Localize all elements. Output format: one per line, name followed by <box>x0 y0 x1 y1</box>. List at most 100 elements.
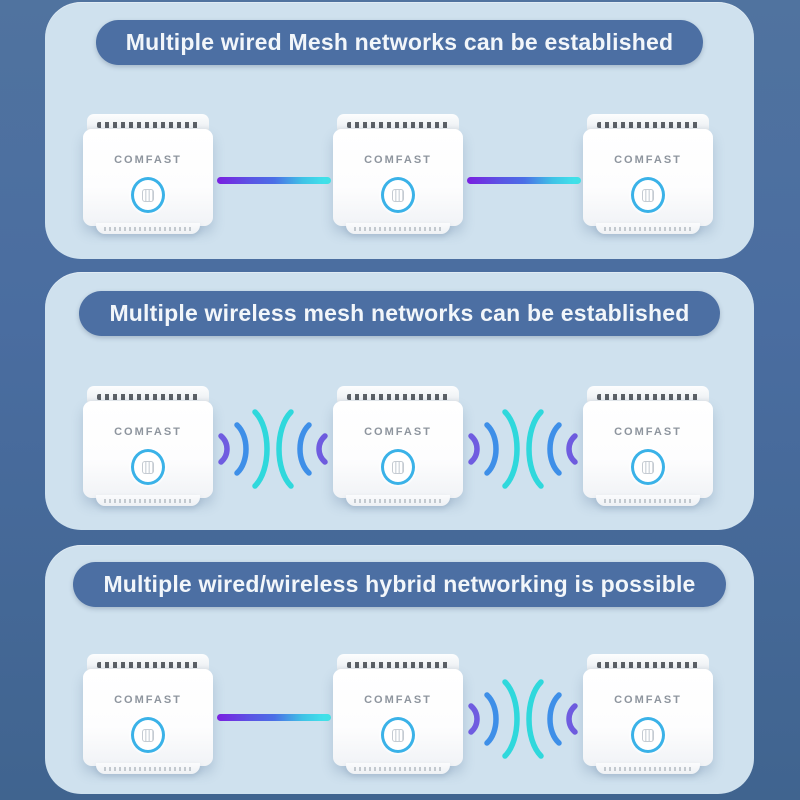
mesh-router: COMFAST <box>583 114 713 241</box>
panel-title: Multiple wired Mesh networks can be esta… <box>125 29 674 55</box>
panel-title: Multiple wired/wireless hybrid networkin… <box>103 571 696 597</box>
mesh-button <box>631 449 665 485</box>
wifi-link <box>463 403 583 495</box>
router-base <box>346 223 450 234</box>
vent-grille-icon <box>347 122 449 128</box>
panel-wired-mesh: Multiple wired Mesh networks can be esta… <box>45 2 754 259</box>
vent-grille-icon <box>597 394 699 400</box>
mesh-button <box>381 177 415 213</box>
mesh-router: COMFAST <box>83 654 213 781</box>
vent-grille-icon <box>354 227 442 231</box>
brand-label: COMFAST <box>364 694 432 706</box>
router-front: COMFAST <box>583 669 713 766</box>
wifi-waves-icon <box>468 409 578 489</box>
brand-label: COMFAST <box>114 694 182 706</box>
wifi-waves-icon <box>218 409 328 489</box>
mesh-button <box>131 449 165 485</box>
vent-grille-icon <box>597 662 699 668</box>
mesh-router: COMFAST <box>333 654 463 781</box>
router-front: COMFAST <box>583 129 713 226</box>
vent-grille-icon <box>347 394 449 400</box>
mesh-button <box>131 177 165 213</box>
mesh-button-glyph-icon <box>642 188 654 202</box>
router-front: COMFAST <box>333 401 463 498</box>
mesh-button-glyph-icon <box>142 188 154 202</box>
wifi-waves-icon <box>468 679 578 759</box>
router-base <box>346 763 450 774</box>
wifi-waves-right-icon <box>276 409 328 489</box>
panel-title-pill: Multiple wireless mesh networks can be e… <box>79 291 720 336</box>
vent-grille-icon <box>354 499 442 503</box>
mesh-router: COMFAST <box>583 654 713 781</box>
vent-grille-icon <box>604 767 692 771</box>
brand-label: COMFAST <box>364 154 432 166</box>
mesh-router: COMFAST <box>333 386 463 513</box>
wifi-waves-left-icon <box>468 409 520 489</box>
mesh-button-glyph-icon <box>392 728 404 742</box>
vent-grille-icon <box>104 767 192 771</box>
router-top-face <box>87 654 209 670</box>
wifi-link <box>463 673 583 765</box>
wifi-waves-left-icon <box>468 679 520 759</box>
router-front: COMFAST <box>83 669 213 766</box>
panel-title: Multiple wireless mesh networks can be e… <box>109 300 690 326</box>
panel-hybrid-mesh: Multiple wired/wireless hybrid networkin… <box>45 545 754 794</box>
wifi-waves-left-icon <box>218 409 270 489</box>
panel-title-pill: Multiple wired/wireless hybrid networkin… <box>73 562 726 607</box>
vent-grille-icon <box>97 122 199 128</box>
router-top-face <box>337 114 459 130</box>
mesh-button <box>131 717 165 753</box>
vent-grille-icon <box>104 227 192 231</box>
router-top-face <box>587 114 709 130</box>
mesh-button-glyph-icon <box>642 728 654 742</box>
wifi-link <box>213 403 333 495</box>
vent-grille-icon <box>604 227 692 231</box>
brand-label: COMFAST <box>364 426 432 438</box>
router-top-face <box>337 386 459 402</box>
router-front: COMFAST <box>83 401 213 498</box>
router-base <box>96 223 200 234</box>
vent-grille-icon <box>354 767 442 771</box>
router-base <box>596 763 700 774</box>
vent-grille-icon <box>597 122 699 128</box>
wifi-waves-right-icon <box>526 679 578 759</box>
mesh-button <box>381 717 415 753</box>
wired-link-line <box>217 714 331 721</box>
mesh-button-glyph-icon <box>392 188 404 202</box>
brand-label: COMFAST <box>614 426 682 438</box>
router-base <box>596 223 700 234</box>
mesh-button <box>631 177 665 213</box>
mesh-router: COMFAST <box>333 114 463 241</box>
router-top-face <box>587 654 709 670</box>
router-front: COMFAST <box>333 129 463 226</box>
mesh-router: COMFAST <box>83 114 213 241</box>
panel-title-pill: Multiple wired Mesh networks can be esta… <box>95 20 704 65</box>
mesh-button <box>631 717 665 753</box>
mesh-router: COMFAST <box>583 386 713 513</box>
router-top-face <box>337 654 459 670</box>
mesh-button <box>381 449 415 485</box>
mesh-button-glyph-icon <box>142 460 154 474</box>
brand-label: COMFAST <box>614 154 682 166</box>
panel-wireless-mesh: Multiple wireless mesh networks can be e… <box>45 272 754 530</box>
mesh-button-glyph-icon <box>642 460 654 474</box>
vent-grille-icon <box>604 499 692 503</box>
router-front: COMFAST <box>333 669 463 766</box>
brand-label: COMFAST <box>114 154 182 166</box>
brand-label: COMFAST <box>614 694 682 706</box>
router-base <box>96 495 200 506</box>
wired-link-line <box>217 177 331 184</box>
router-top-face <box>87 114 209 130</box>
vent-grille-icon <box>347 662 449 668</box>
router-front: COMFAST <box>83 129 213 226</box>
vent-grille-icon <box>97 394 199 400</box>
mesh-button-glyph-icon <box>142 728 154 742</box>
wired-link-line <box>467 177 581 184</box>
router-top-face <box>87 386 209 402</box>
router-top-face <box>587 386 709 402</box>
vent-grille-icon <box>97 662 199 668</box>
router-base <box>346 495 450 506</box>
router-base <box>596 495 700 506</box>
mesh-button-glyph-icon <box>392 460 404 474</box>
